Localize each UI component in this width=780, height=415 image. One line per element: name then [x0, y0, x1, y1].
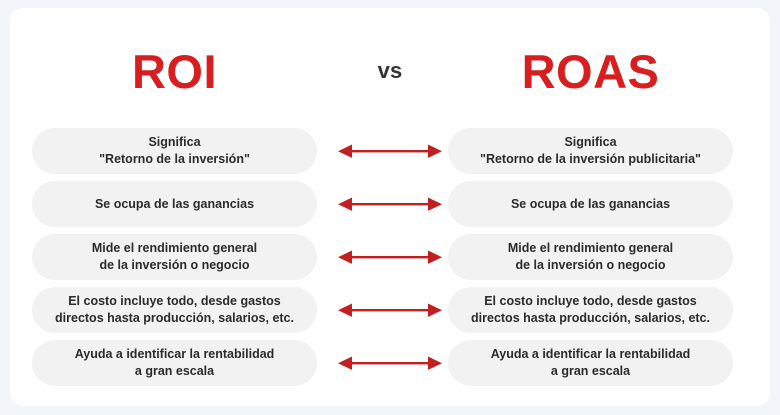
comparison-row: El costo incluye todo, desde gastos dire… — [10, 287, 770, 333]
roi-attribute-pill: Ayuda a identificar la rentabilidad a gr… — [32, 340, 317, 386]
roi-attribute-text: Significa "Retorno de la inversión" — [99, 135, 250, 166]
comparison-row: Ayuda a identificar la rentabilidad a gr… — [10, 340, 770, 386]
double-arrow-icon — [327, 181, 453, 227]
comparison-row: Significa "Retorno de la inversión" Sign… — [10, 128, 770, 174]
roi-attribute-text: Se ocupa de las ganancias — [94, 196, 255, 211]
roi-attribute-text: Ayuda a identificar la rentabilidad a gr… — [74, 347, 275, 378]
comparison-rows: Significa "Retorno de la inversión" Sign… — [10, 128, 770, 393]
comparison-card: ROI ROAS vs Significa "Retorno de la inv… — [10, 8, 770, 406]
double-arrow-icon — [327, 340, 453, 386]
double-arrow-icon — [327, 234, 453, 280]
versus-separator: vs — [327, 38, 453, 104]
roi-attribute-pill: Mide el rendimiento general de la invers… — [32, 234, 317, 280]
roas-attribute-pill: Ayuda a identificar la rentabilidad a gr… — [448, 340, 733, 386]
comparison-row: Mide el rendimiento general de la invers… — [10, 234, 770, 280]
double-arrow-icon — [327, 287, 453, 333]
roas-attribute-pill: Significa "Retorno de la inversión publi… — [448, 128, 733, 174]
comparison-row: Se ocupa de las ganancias Se ocupa de la… — [10, 181, 770, 227]
roi-attribute-pill: Se ocupa de las ganancias — [32, 181, 317, 227]
roas-attribute-text: Ayuda a identificar la rentabilidad a gr… — [490, 347, 691, 378]
roi-attribute-text: Mide el rendimiento general de la invers… — [91, 241, 258, 272]
roi-attribute-text: El costo incluye todo, desde gastos dire… — [55, 294, 294, 325]
page-title-roi: ROI — [131, 44, 218, 98]
roi-attribute-pill: El costo incluye todo, desde gastos dire… — [32, 287, 317, 333]
roas-attribute-text: Mide el rendimiento general de la invers… — [507, 241, 674, 272]
roas-attribute-pill: Mide el rendimiento general de la invers… — [448, 234, 733, 280]
header-left-column: ROI — [32, 48, 317, 95]
roas-attribute-text: Significa "Retorno de la inversión publi… — [480, 135, 701, 166]
roas-attribute-text: Se ocupa de las ganancias — [510, 196, 671, 211]
page-title-roas: ROAS — [521, 44, 660, 98]
roas-attribute-pill: El costo incluye todo, desde gastos dire… — [448, 287, 733, 333]
roas-attribute-text: El costo incluye todo, desde gastos dire… — [471, 294, 710, 325]
header-right-column: ROAS — [448, 48, 733, 95]
double-arrow-icon — [327, 128, 453, 174]
versus-label: vs — [377, 58, 403, 83]
roi-attribute-pill: Significa "Retorno de la inversión" — [32, 128, 317, 174]
roas-attribute-pill: Se ocupa de las ganancias — [448, 181, 733, 227]
header: ROI ROAS vs — [10, 38, 770, 104]
